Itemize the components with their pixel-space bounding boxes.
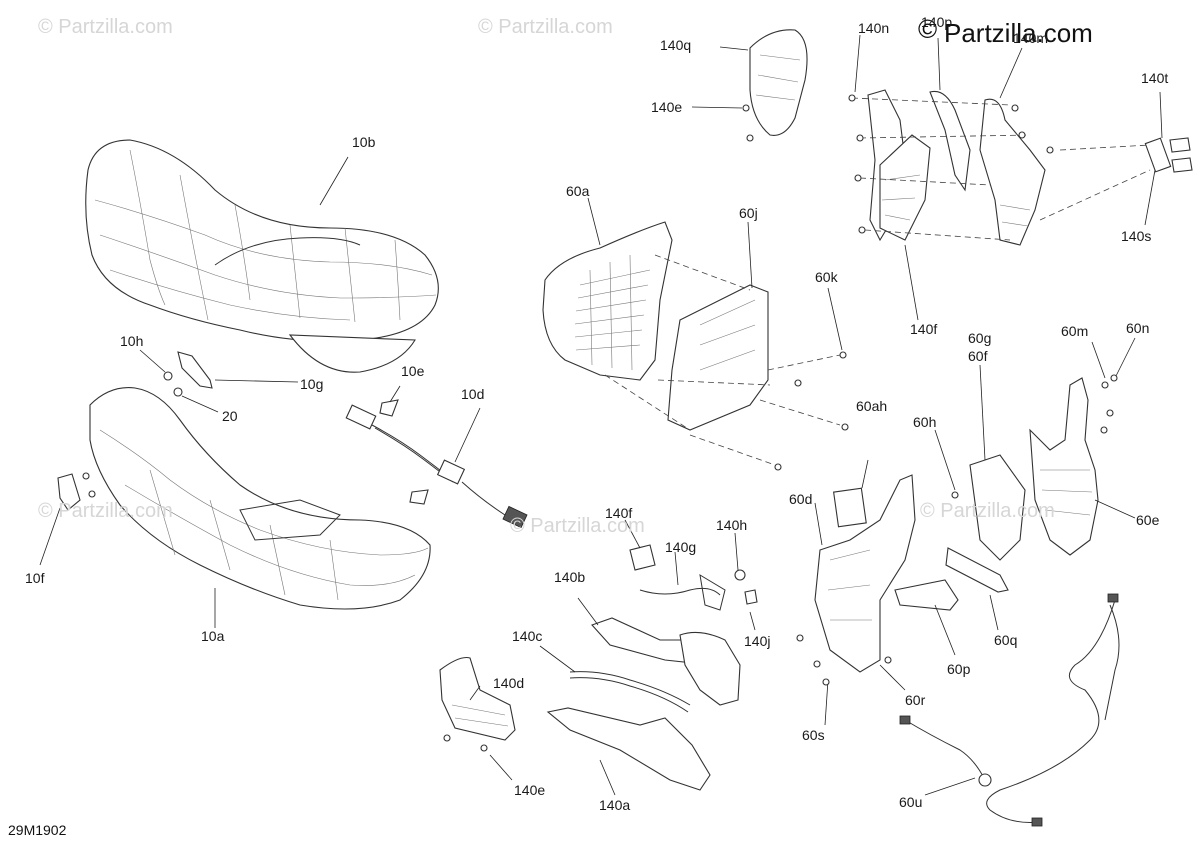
label-140e-bottom: 140e [514, 782, 546, 798]
label-60n: 60n [1126, 320, 1150, 336]
label-60m: 60m [1061, 323, 1089, 339]
label-140h: 140h [716, 517, 748, 533]
label-140t: 140t [1141, 70, 1169, 86]
label-60f: 60f [968, 348, 988, 364]
label-140d: 140d [493, 675, 525, 691]
label-140q: 140q [660, 37, 692, 53]
cable-part-60u [899, 593, 1120, 827]
label-60h: 60h [913, 414, 937, 430]
label-140b: 140b [554, 569, 586, 585]
label-10f: 10f [25, 570, 45, 586]
label-60ah: 60ah [856, 398, 888, 414]
panel-part-60e [934, 337, 1136, 561]
watermark: © Partzilla.com [478, 16, 613, 38]
label-60a: 60a [566, 183, 590, 199]
label-20: 20 [222, 408, 238, 424]
label-10a: 10a [201, 628, 225, 644]
label-60d: 60d [789, 491, 813, 507]
label-60j: 60j [739, 205, 758, 221]
watermark: © Partzilla.com [920, 500, 1055, 522]
label-60k: 60k [815, 269, 838, 285]
label-60p: 60p [947, 661, 971, 677]
watermark: © Partzilla.com [510, 515, 645, 537]
figure-code: 29M1902 [8, 822, 67, 838]
label-140e-top: 140e [651, 99, 683, 115]
seat-base-part-10a [89, 387, 431, 628]
label-10g: 10g [300, 376, 324, 392]
watermark: © Partzilla.com [38, 500, 173, 522]
grille-part-60a [542, 197, 849, 471]
label-140m: 140m [1013, 30, 1049, 46]
label-140g: 140g [665, 539, 697, 555]
bracket-part-60d [796, 459, 1009, 726]
grip-assembly-140-bottom [439, 519, 758, 796]
small-parts-10h-10g-20-10f [39, 349, 299, 566]
brand-symbol: © [918, 14, 938, 44]
label-60q: 60q [994, 632, 1018, 648]
label-10d: 10d [461, 386, 485, 402]
label-10e: 10e [401, 363, 425, 379]
cover-part-140q [691, 29, 808, 142]
label-10b: 10b [352, 134, 376, 150]
harness-part-10d [345, 385, 528, 529]
label-60u: 60u [899, 794, 923, 810]
label-140c: 140c [512, 628, 543, 644]
label-140a: 140a [599, 797, 631, 813]
label-60e: 60e [1136, 512, 1160, 528]
label-60s: 60s [802, 727, 825, 743]
label-60r: 60r [905, 692, 926, 708]
label-60g: 60g [968, 330, 992, 346]
brand-logo-text: Partzilla.com [944, 18, 1093, 48]
label-140n: 140n [858, 20, 890, 36]
label-140j: 140j [744, 633, 771, 649]
grip-assembly-140-top [848, 34, 1193, 321]
seat-part-10b [85, 139, 439, 373]
label-140f-mid: 140f [605, 505, 633, 521]
watermark: © Partzilla.com [38, 16, 173, 38]
label-10h: 10h [120, 333, 144, 349]
label-140p: 140p [921, 14, 953, 30]
label-140s: 140s [1121, 228, 1152, 244]
label-140f-top: 140f [910, 321, 938, 337]
